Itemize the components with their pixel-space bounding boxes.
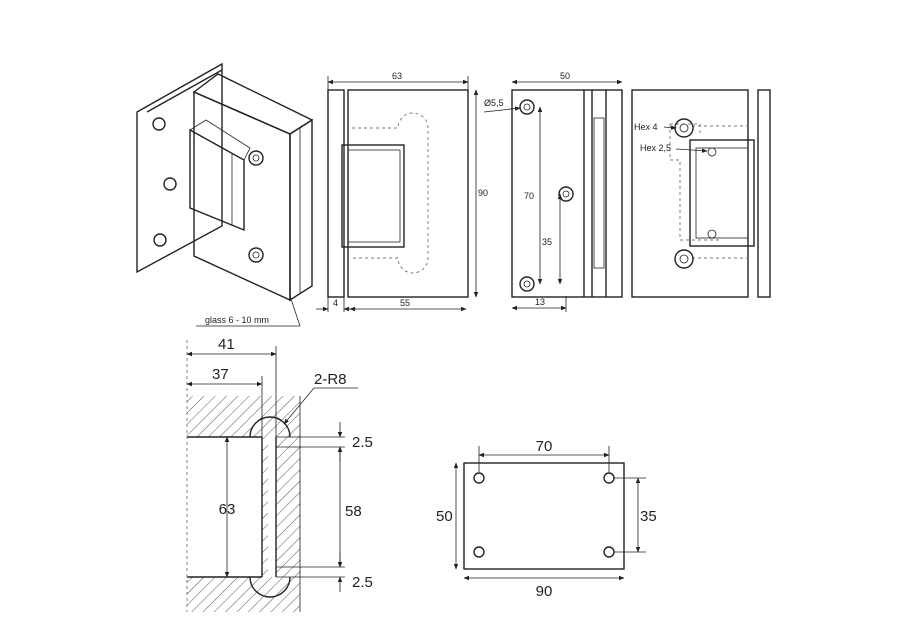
plate-hole [603, 546, 615, 558]
dim-55: 55 [400, 298, 410, 308]
hex-2-5-screw [707, 147, 717, 157]
hole-diameter-label: Ø5,5 [484, 98, 504, 108]
hex-2-5-screw [707, 229, 717, 239]
dim-50-plate: 50 [436, 508, 453, 525]
hex-2-5-label: Hex 2,5 [640, 143, 671, 153]
plate-hole [603, 472, 615, 484]
radius-label: 2-R8 [314, 371, 347, 388]
hole-plate-view: 70 35 90 50 [436, 438, 657, 600]
dim-4: 4 [333, 298, 338, 308]
side-plate [511, 89, 623, 298]
front-plate [347, 89, 469, 298]
clamp-plate [193, 90, 291, 302]
dim-58: 58 [345, 503, 362, 520]
radius-bottom [249, 576, 291, 598]
mounting-hole [519, 99, 535, 115]
hole-plate [463, 462, 625, 570]
wall-plate-hole [152, 117, 166, 131]
mounting-hole [519, 276, 535, 292]
hex-4-label: Hex 4 [634, 122, 658, 132]
dim-41: 41 [218, 336, 235, 353]
wall-plate [136, 62, 223, 274]
dim-37: 37 [212, 366, 229, 383]
radius-top [249, 416, 291, 438]
cutout-section: 41 37 2-R8 2.5 58 2.5 63 [186, 336, 373, 612]
dim-63: 63 [392, 71, 402, 81]
plate-hole [473, 472, 485, 484]
hex-4-screw [674, 249, 694, 269]
gap-top: 2.5 [352, 434, 373, 451]
dim-50: 50 [560, 71, 570, 81]
front-view: 63 90 4 55 [316, 71, 488, 312]
side-view: 50 Ø5,5 70 35 13 [483, 71, 623, 312]
dim-35: 35 [542, 237, 552, 247]
isometric-hinge-view: glass 6 - 10 mm [136, 62, 314, 327]
dim-70: 70 [524, 191, 534, 201]
clamp-screw [248, 247, 264, 263]
dim-90-plate: 90 [536, 583, 553, 600]
dim-63-section: 63 [219, 501, 236, 518]
dim-70-plate: 70 [536, 438, 553, 455]
wall-plate-hole [163, 177, 177, 191]
hex-4-screw [674, 118, 694, 138]
dim-35-plate: 35 [640, 508, 657, 525]
back-view: Hex 4 Hex 2,5 [631, 89, 771, 298]
plate-hole [473, 546, 485, 558]
wall-plate-hole [153, 233, 167, 247]
clamp-screw [248, 150, 264, 166]
dim-90: 90 [478, 188, 488, 198]
dim-13: 13 [535, 297, 545, 307]
mounting-hole [558, 186, 574, 202]
glass-thickness-label: glass 6 - 10 mm [205, 315, 269, 325]
gap-bottom: 2.5 [352, 574, 373, 591]
